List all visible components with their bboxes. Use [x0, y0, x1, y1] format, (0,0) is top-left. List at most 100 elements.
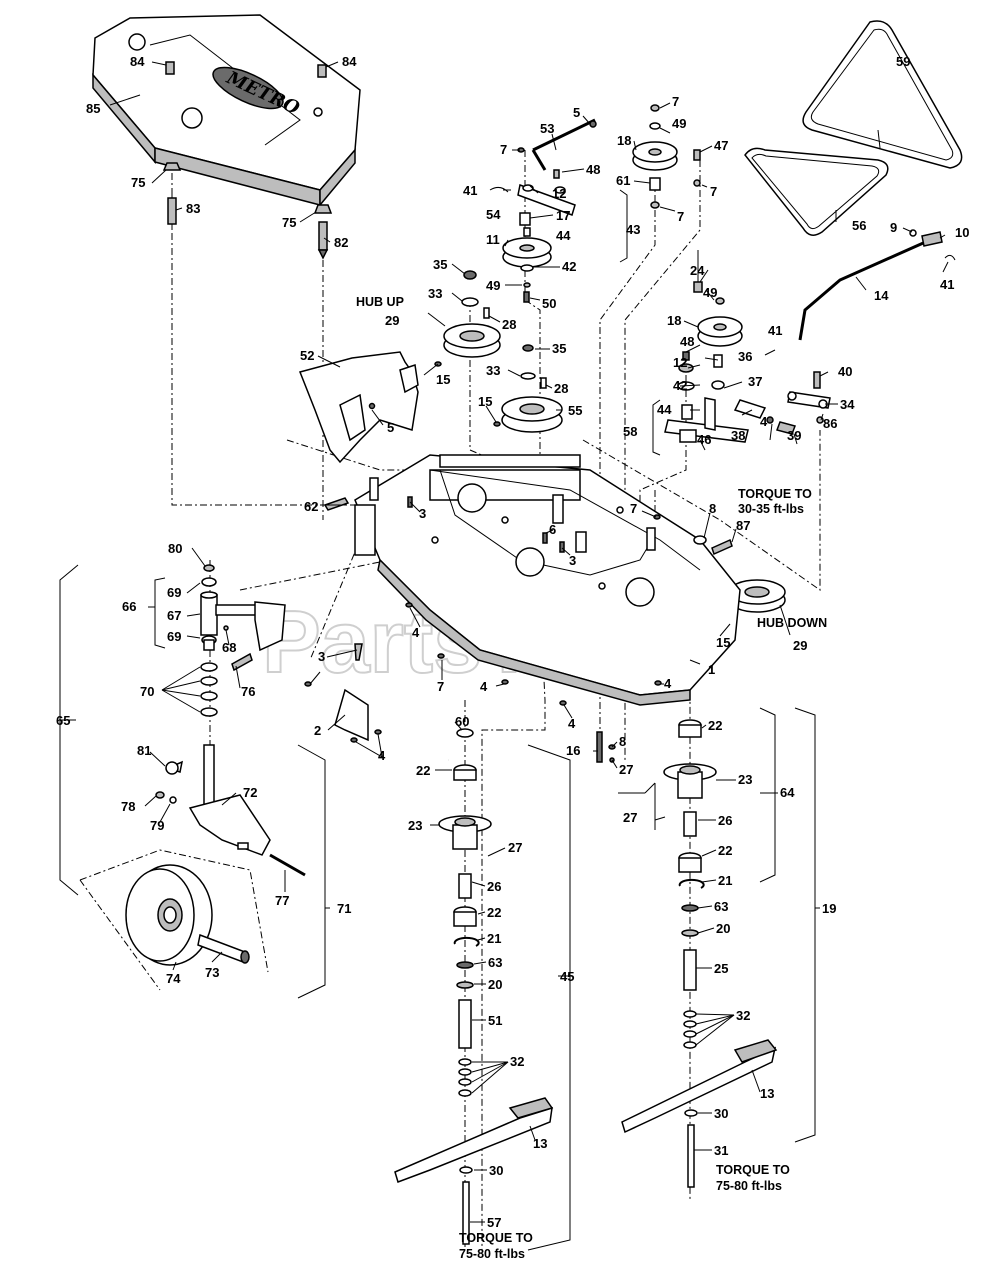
callout-53: 53	[540, 121, 554, 136]
callout-69: 69	[167, 629, 181, 644]
loose-hardware	[323, 496, 733, 763]
callout-32: 32	[510, 1054, 524, 1069]
callout-79: 79	[150, 818, 164, 833]
callout-81: 81	[137, 743, 151, 758]
idler-pulley-right	[697, 316, 743, 347]
callout-23: 23	[738, 772, 752, 787]
pulleys	[434, 104, 786, 625]
callout-5: 5	[573, 105, 580, 120]
leader-lines	[60, 61, 949, 1223]
callout-5: 5	[387, 420, 394, 435]
torque-note-left-2: 75-80 ft-lbs	[459, 1247, 525, 1261]
callout-13: 13	[533, 1136, 547, 1151]
callout-56: 56	[852, 218, 866, 233]
callout-87: 87	[736, 518, 750, 533]
callout-54: 54	[486, 207, 501, 222]
torque-note-idler-1: TORQUE TO	[738, 487, 812, 501]
callout-39: 39	[787, 428, 801, 443]
callout-86: 86	[823, 416, 837, 431]
callout-11: 11	[486, 232, 500, 247]
callout-35: 35	[433, 257, 447, 272]
callout-40: 40	[838, 364, 852, 379]
callout-58: 58	[623, 424, 637, 439]
callout-15: 15	[436, 372, 450, 387]
callout-44: 44	[657, 402, 672, 417]
callout-62: 62	[304, 499, 318, 514]
callout-21: 21	[487, 931, 501, 946]
callout-52: 52	[300, 348, 314, 363]
hub-up-note: HUB UP	[356, 295, 404, 309]
callout-22: 22	[487, 905, 501, 920]
callout-51: 51	[488, 1013, 502, 1028]
idler-pulley-11	[502, 237, 552, 268]
torque-note-left-1: TORQUE TO	[459, 1231, 533, 1245]
callout-25: 25	[714, 961, 728, 976]
callout-63: 63	[714, 899, 728, 914]
callout-48: 48	[680, 334, 694, 349]
spindle-pulley-hub-up	[443, 323, 501, 358]
drive-pulley	[501, 396, 563, 433]
mounting-bolts	[162, 162, 333, 260]
callout-55: 55	[568, 403, 582, 418]
callout-28: 28	[502, 317, 516, 332]
callout-61: 61	[616, 173, 630, 188]
callout-23: 23	[408, 818, 422, 833]
callout-48: 48	[586, 162, 600, 177]
callout-44: 44	[556, 228, 571, 243]
torque-note-idler-2: 30-35 ft-lbs	[738, 502, 804, 516]
callout-64: 64	[780, 785, 795, 800]
callout-38: 38	[731, 428, 745, 443]
callout-84: 84	[342, 54, 357, 69]
idler-pulley-top	[632, 141, 678, 171]
callout-21: 21	[718, 873, 732, 888]
callout-27: 27	[623, 810, 637, 825]
callout-78: 78	[121, 799, 135, 814]
callout-4: 4	[412, 625, 420, 640]
caster-wheel	[125, 864, 213, 966]
callout-4: 4	[480, 679, 488, 694]
callout-labels: 84 84 85 75 83 75 82 5 53 7 48 41 12 54 …	[56, 54, 969, 1261]
callout-6: 6	[549, 522, 556, 537]
callout-60: 60	[455, 714, 469, 729]
callout-24: 24	[690, 263, 705, 278]
callout-35: 35	[552, 341, 566, 356]
callout-27: 27	[619, 762, 633, 777]
callout-77: 77	[275, 893, 289, 908]
callout-34: 34	[840, 397, 855, 412]
callout-71: 71	[337, 901, 351, 916]
callout-22: 22	[718, 843, 732, 858]
callout-14: 14	[874, 288, 889, 303]
callout-30: 30	[714, 1106, 728, 1121]
callout-18: 18	[667, 313, 681, 328]
callout-47: 47	[714, 138, 728, 153]
idler-arm	[733, 229, 956, 435]
callout-3: 3	[318, 649, 325, 664]
callout-68: 68	[222, 640, 236, 655]
belt-shield	[298, 351, 419, 464]
callout-49: 49	[672, 116, 686, 131]
callout-17: 17	[556, 208, 570, 223]
callout-49: 49	[703, 285, 717, 300]
idler-bracket	[664, 250, 749, 443]
callout-19: 19	[822, 901, 836, 916]
torque-note-right-1: TORQUE TO	[716, 1163, 790, 1177]
mower-deck	[354, 454, 741, 706]
callout-4: 4	[664, 676, 672, 691]
callout-4: 4	[568, 716, 576, 731]
callout-67: 67	[167, 608, 181, 623]
callout-33: 33	[486, 363, 500, 378]
callout-59: 59	[896, 54, 910, 69]
callout-45: 45	[560, 969, 574, 984]
spindle-left	[394, 728, 554, 1245]
callout-12: 12	[673, 355, 687, 370]
torque-note-right-2: 75-80 ft-lbs	[716, 1179, 782, 1193]
callout-37: 37	[748, 374, 762, 389]
callout-50: 50	[542, 296, 556, 311]
callout-20: 20	[716, 921, 730, 936]
callout-4: 4	[760, 414, 768, 429]
callout-69: 69	[167, 585, 181, 600]
callout-3: 3	[419, 506, 426, 521]
callout-7: 7	[710, 184, 717, 199]
callout-76: 76	[241, 684, 255, 699]
callout-7: 7	[437, 679, 444, 694]
